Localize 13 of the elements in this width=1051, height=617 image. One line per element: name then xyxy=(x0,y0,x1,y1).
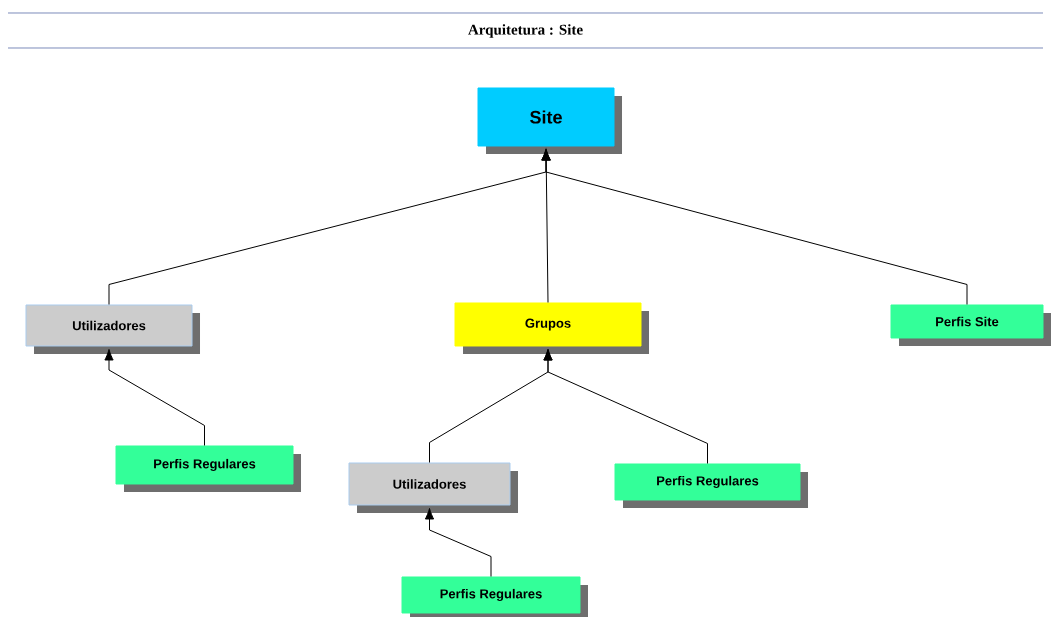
arrow xyxy=(541,149,968,305)
process-box: Perfis Site xyxy=(890,304,1051,346)
process-box: Utilizadores xyxy=(348,462,518,513)
process-box: Perfis Regulares xyxy=(115,445,301,492)
title: Arquitetura : Site xyxy=(468,24,583,38)
process-box: Perfis Regulares xyxy=(614,463,808,508)
process-box: Site xyxy=(477,87,622,154)
process-box: Perfis Regulares xyxy=(401,576,588,617)
process-box: Utilizadores xyxy=(25,304,200,354)
arrow xyxy=(104,349,205,446)
arrow xyxy=(424,508,492,577)
process-box: Grupos xyxy=(454,302,649,354)
arrow xyxy=(543,349,708,464)
